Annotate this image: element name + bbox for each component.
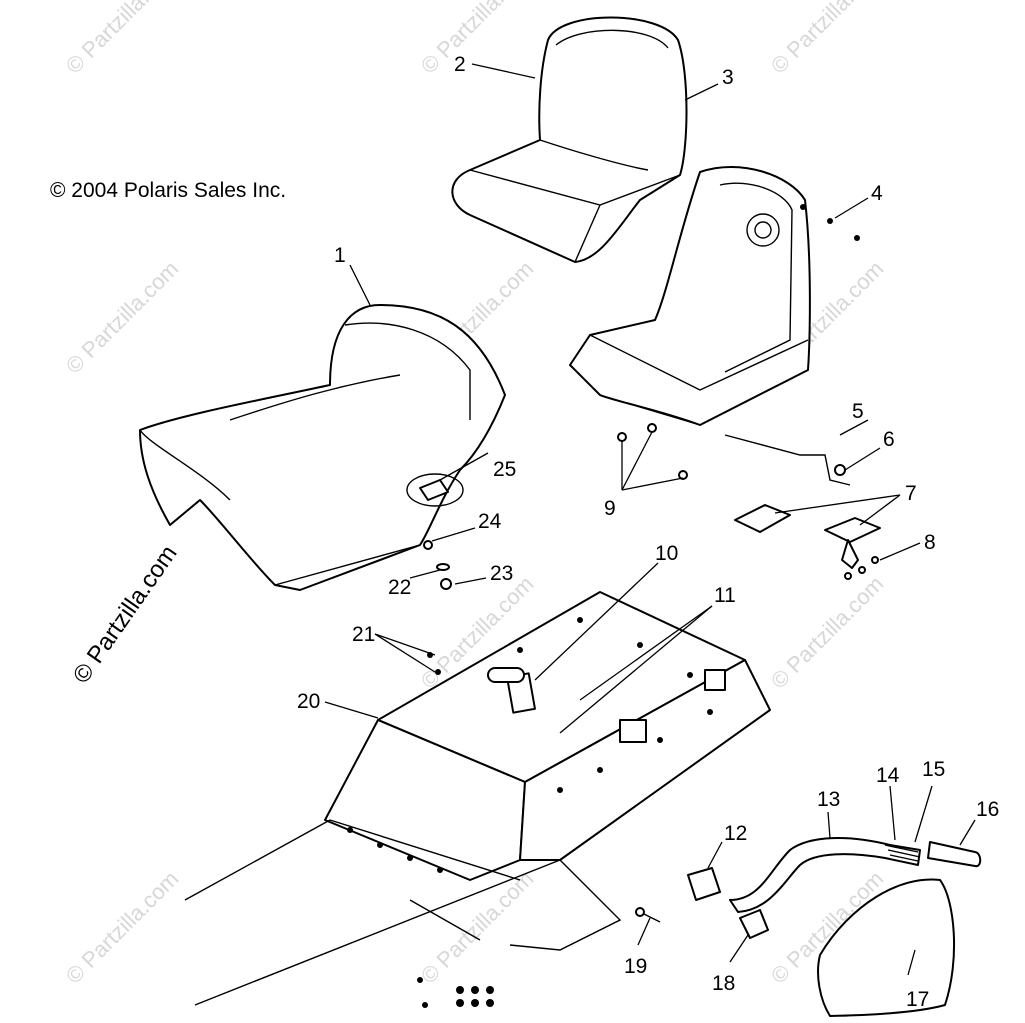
callout-15: 15 xyxy=(922,758,945,781)
callout-5: 5 xyxy=(852,400,864,423)
callout-8: 8 xyxy=(924,531,936,554)
seat-base-shell xyxy=(569,165,811,426)
backrest-pad xyxy=(817,878,956,1017)
watermark: © Partzilla.com xyxy=(61,866,184,989)
latch-rod xyxy=(724,434,851,486)
callout-16: 16 xyxy=(976,798,999,821)
copyright-text: © 2004 Polaris Sales Inc. xyxy=(50,179,286,202)
grab-bar xyxy=(729,837,982,939)
callout-4: 4 xyxy=(871,182,883,205)
callout-24: 24 xyxy=(478,510,502,533)
callout-7: 7 xyxy=(905,482,917,505)
callout-25: 25 xyxy=(493,458,516,481)
watermark: © Partzilla.com xyxy=(416,0,539,79)
watermark: © Partzilla.com xyxy=(416,866,539,989)
callout-18: 18 xyxy=(712,972,735,995)
callout-21: 21 xyxy=(352,623,375,646)
leader-lines xyxy=(324,63,976,976)
callout-9: 9 xyxy=(604,497,616,520)
callout-22: 22 xyxy=(388,576,411,599)
callout-20: 20 xyxy=(297,690,320,713)
grab-bar-sleeve xyxy=(687,867,721,901)
seat-cushion xyxy=(451,16,688,263)
callout-numbers: 1 2 3 4 5 6 7 8 9 10 11 12 13 14 15 16 1… xyxy=(297,53,999,1011)
callout-10: 10 xyxy=(655,542,678,565)
callout-23: 23 xyxy=(490,562,513,585)
watermark: © Partzilla.com xyxy=(61,0,184,79)
callout-2: 2 xyxy=(454,53,466,76)
callout-11: 11 xyxy=(714,584,736,607)
latch-brackets xyxy=(734,504,881,569)
callout-6: 6 xyxy=(883,428,895,451)
rear-seat-cover xyxy=(139,304,506,591)
callout-13: 13 xyxy=(817,788,840,811)
watermark: © Partzilla.com xyxy=(766,0,889,79)
callout-17: 17 xyxy=(906,988,929,1011)
callout-12: 12 xyxy=(724,822,747,845)
watermark: © Partzilla.com xyxy=(766,571,889,694)
callout-3: 3 xyxy=(722,66,734,89)
bolt xyxy=(635,907,661,923)
watermark-prominent: © Partzilla.com xyxy=(68,540,183,688)
watermark: © Partzilla.com xyxy=(61,256,184,379)
callout-14: 14 xyxy=(876,764,900,787)
chassis-tunnel xyxy=(184,591,771,1008)
callout-1: 1 xyxy=(334,244,346,267)
callout-19: 19 xyxy=(624,955,647,978)
